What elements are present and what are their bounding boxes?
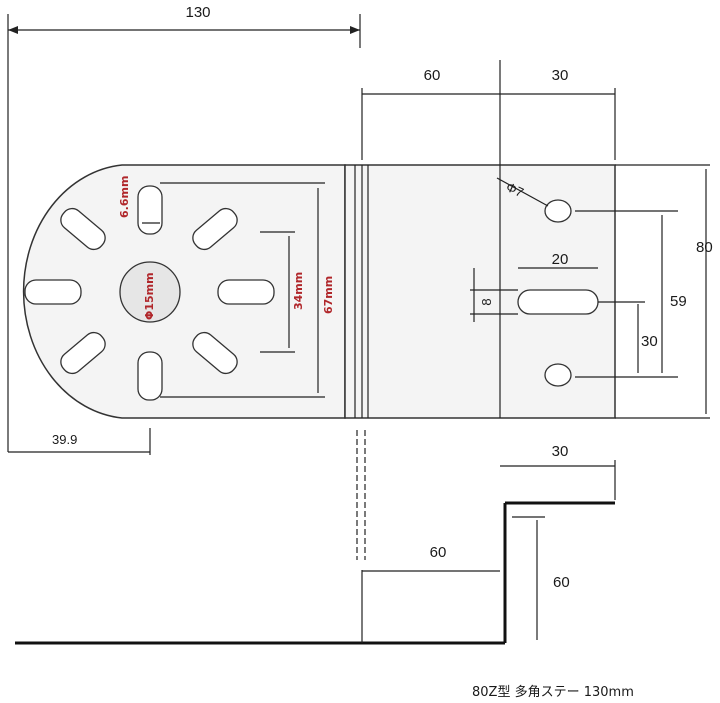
slot-upper-left bbox=[60, 207, 106, 251]
side-height-label: 60 bbox=[553, 574, 570, 591]
lower-hole bbox=[544, 363, 572, 387]
hole-leader bbox=[496, 177, 549, 207]
slot-length-label: 20 bbox=[552, 251, 569, 268]
slot-lower-right bbox=[192, 331, 238, 375]
slot-top-vertical bbox=[137, 185, 163, 235]
rounded-plate bbox=[22, 164, 346, 419]
arrow-left bbox=[8, 26, 18, 34]
plate-height-label: 80 bbox=[696, 239, 713, 256]
total-width-label: 130 bbox=[185, 4, 210, 21]
slot-width-label: 6.6mm bbox=[118, 176, 131, 218]
hole-spacing-label: 59 bbox=[670, 293, 687, 310]
slot-width-label-right: 8 bbox=[479, 298, 494, 305]
slot-bottom-vertical bbox=[137, 351, 163, 401]
side-flange-label: 30 bbox=[552, 443, 569, 460]
outer-spacing-label: 67mm bbox=[322, 276, 335, 314]
upper-hole bbox=[544, 199, 572, 223]
flat-60-label: 60 bbox=[424, 67, 441, 84]
slot-offset-label: 30 bbox=[641, 333, 658, 350]
radius-offset-label: 39.9 bbox=[52, 432, 77, 447]
side-flat-label: 60 bbox=[430, 544, 447, 561]
center-hole-label: Φ15mm bbox=[143, 272, 156, 320]
inner-spacing-label: 34mm bbox=[292, 272, 305, 310]
slot-lower-left bbox=[60, 331, 106, 375]
slot-right-horizontal bbox=[217, 279, 275, 305]
caption: 80Z型 多角ステー 130mm bbox=[472, 684, 634, 700]
hole-dia-label: Φ7 bbox=[504, 179, 526, 200]
center-slot bbox=[517, 289, 599, 315]
arrow-right bbox=[350, 26, 360, 34]
flange-30-label: 30 bbox=[552, 67, 569, 84]
center-hole bbox=[119, 261, 181, 323]
slot-upper-right bbox=[192, 207, 238, 251]
slot-left-horizontal bbox=[24, 279, 82, 305]
